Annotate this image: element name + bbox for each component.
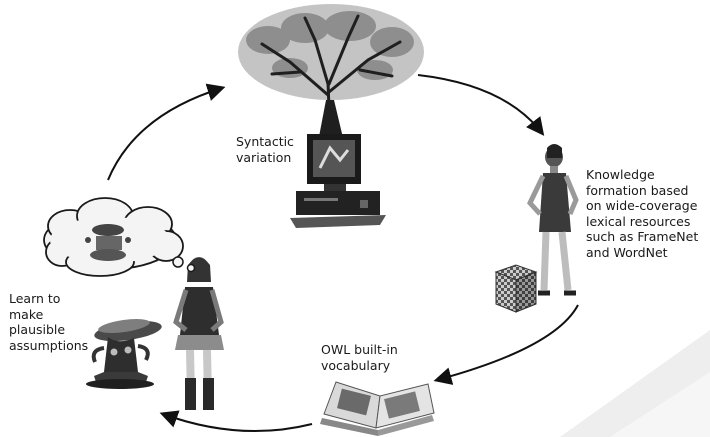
label-syntactic-line-2: variation <box>236 149 292 165</box>
creature-icon <box>86 319 162 389</box>
computer-icon <box>290 134 386 228</box>
label-knowledge-line-3: on wide-coverage <box>586 198 698 213</box>
label-owl-vocabulary: OWL built-in vocabulary <box>321 342 398 373</box>
girl-figure-icon <box>173 257 224 410</box>
cube-icon <box>494 264 538 313</box>
label-syntactic-variation: Syntactic variation <box>236 134 294 165</box>
label-knowledge-line-1: Knowledge <box>586 167 655 182</box>
label-knowledge-line-5: such as FrameNet <box>586 229 699 244</box>
label-owl-line-1: OWL built-in <box>321 342 398 357</box>
label-learn-line-2: make <box>9 306 44 322</box>
tree-icon <box>238 4 424 142</box>
background-flare-inner <box>610 372 710 437</box>
label-learn-line-3: plausible <box>9 322 66 337</box>
label-knowledge-line-6: and WordNet <box>586 244 668 260</box>
arrow-knowledge-to-book <box>433 304 579 385</box>
cycle-arrows <box>107 74 579 433</box>
label-owl-line-2: vocabulary <box>321 357 391 373</box>
arrow-tree-to-knowledge <box>417 74 545 136</box>
woman-figure-icon <box>527 144 579 296</box>
label-knowledge-formation: Knowledge formation based on wide-covera… <box>586 167 698 260</box>
arrow-book-to-learn <box>159 410 313 433</box>
label-knowledge-line-2: formation based <box>586 182 689 198</box>
label-learn-line-4: assumptions <box>9 337 89 353</box>
label-learn-line-1: Learn to <box>9 291 61 306</box>
open-book-icon <box>320 381 435 436</box>
label-learn-assumptions: Learn to make plausible assumptions <box>9 291 88 353</box>
label-syntactic-line-1: Syntactic <box>236 134 294 149</box>
arrow-learn-to-tree <box>107 83 226 181</box>
thought-cloud-icon <box>43 197 196 277</box>
label-knowledge-line-4: lexical resources <box>586 213 691 229</box>
